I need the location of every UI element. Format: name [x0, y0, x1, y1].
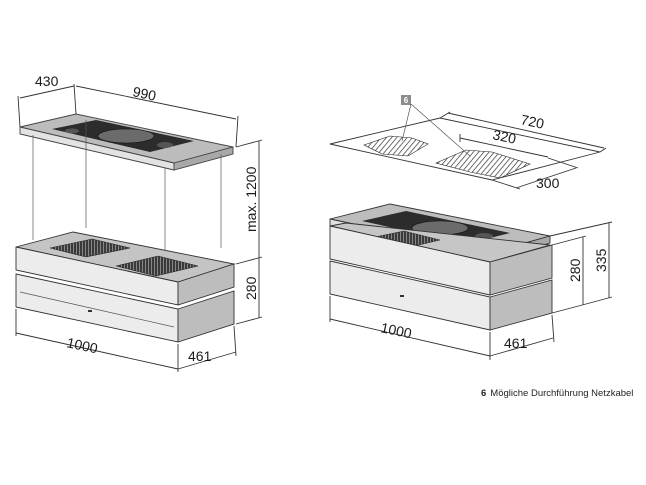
hood-side-upper: [177, 263, 235, 306]
left-view: 430 990 max. 1200 280 1000 461: [15, 73, 263, 372]
legend-text: Mögliche Durchführung Netzkabel: [490, 388, 634, 399]
dim-width-1000: 1000: [65, 334, 99, 356]
dim-height-280: 280: [243, 276, 259, 300]
cooktop-burner: [97, 128, 155, 144]
dim-cutout-720: 720: [519, 111, 545, 132]
legend-number: 6: [481, 388, 487, 399]
dim-width-990: 990: [131, 83, 157, 104]
hood-side-lower: [177, 290, 235, 343]
dim-depth-461: 461: [188, 348, 212, 364]
dim-depth-461-right: 461: [504, 335, 528, 351]
dim-cutout-300: 300: [536, 175, 560, 191]
dim-height-280-right: 280: [567, 258, 583, 282]
dim-height-335: 335: [593, 248, 609, 272]
hood-grille-right: [115, 255, 199, 277]
cable-opening-right: [435, 149, 531, 179]
right-view: 6 720 320 300 280: [329, 95, 613, 360]
marker-6-label: 6: [404, 96, 409, 105]
dim-width-1000-right: 1000: [379, 319, 413, 341]
dim-max-height: max. 1200: [243, 166, 259, 232]
dim-depth-430: 430: [35, 73, 59, 89]
hood-grille-left: [49, 238, 131, 258]
hood-side-upper-right: [489, 244, 553, 296]
ceiling-plate-side: [173, 146, 234, 171]
cable-opening-left: [363, 135, 429, 157]
dim-cutout-320: 320: [491, 126, 517, 147]
marker-6: [401, 95, 411, 105]
